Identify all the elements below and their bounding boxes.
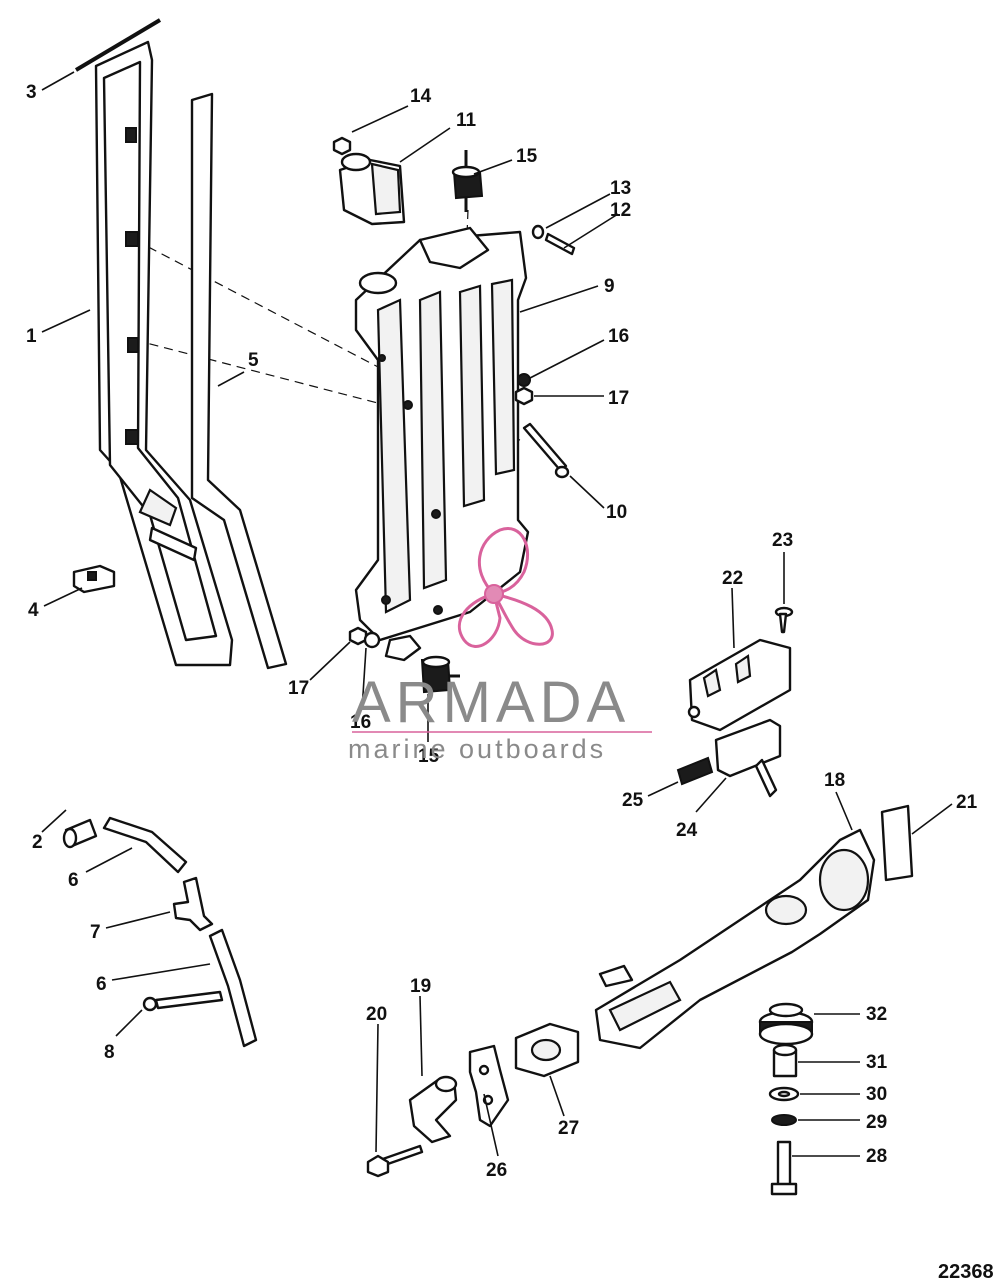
callout-6-lower: 6 <box>96 974 107 995</box>
watermark: ARMADA marine outboards <box>348 527 652 764</box>
part-22-latch-housing <box>687 638 792 732</box>
part-28-bolt <box>770 1140 798 1196</box>
part-6-hose-upper <box>102 816 188 874</box>
part-4-block <box>72 564 116 594</box>
callout-19: 19 <box>410 976 431 997</box>
propeller-logo-icon <box>457 527 554 648</box>
callout-12: 12 <box>610 200 631 221</box>
callout-23: 23 <box>772 530 793 551</box>
figure-number: 22368 <box>938 1261 994 1283</box>
callout-17-left: 17 <box>288 678 309 699</box>
part-27-block <box>514 1022 580 1078</box>
part-25-spring <box>676 756 714 786</box>
callout-7: 7 <box>90 922 101 943</box>
part-12-13-screw-washer <box>531 224 576 256</box>
part-14-nut <box>332 136 352 156</box>
part-18-arm <box>594 828 876 1050</box>
part-19-clamp <box>408 1075 458 1144</box>
part-16-17-washer-nut-right <box>514 373 534 406</box>
watermark-brand: ARMADA <box>352 670 630 735</box>
callout-10: 10 <box>606 502 627 523</box>
callout-32: 32 <box>866 1004 887 1025</box>
callout-17-right: 17 <box>608 388 629 409</box>
callout-31: 31 <box>866 1052 888 1073</box>
part-23-screw <box>774 606 794 634</box>
callout-8: 8 <box>104 1042 115 1063</box>
part-2-fitting <box>62 818 98 849</box>
callout-labels: 1 2 3 4 5 6 6 7 8 9 10 11 12 13 14 15 15… <box>26 82 978 1181</box>
callout-27: 27 <box>558 1118 579 1139</box>
part-29-washer <box>771 1114 797 1126</box>
callout-20: 20 <box>366 1004 387 1025</box>
part-15-mount-bottom <box>420 655 460 694</box>
part-5-gasket-strip <box>190 92 288 670</box>
callout-1: 1 <box>26 326 37 347</box>
part-26-plate <box>468 1044 510 1128</box>
callout-15-top: 15 <box>516 146 538 167</box>
part-21-pad <box>880 804 914 882</box>
callout-25: 25 <box>622 790 644 811</box>
callout-28: 28 <box>866 1146 887 1167</box>
part-24-latch <box>714 718 782 798</box>
part-10-bolt <box>522 422 570 479</box>
callout-22: 22 <box>722 568 743 589</box>
watermark-tagline: marine outboards <box>348 734 606 764</box>
part-16-17-washer-nut-left <box>348 626 381 649</box>
callout-21: 21 <box>956 792 978 813</box>
callout-16-right: 16 <box>608 326 629 347</box>
callout-30: 30 <box>866 1084 887 1105</box>
callout-16-left: 16 <box>350 712 371 733</box>
part-8-screw <box>142 990 224 1012</box>
leader-lines <box>41 71 953 1157</box>
callout-9: 9 <box>604 276 615 297</box>
part-20-bolt <box>366 1144 424 1178</box>
part-11-bracket <box>338 152 406 226</box>
part-6-hose-lower <box>208 928 258 1048</box>
callout-29: 29 <box>866 1112 887 1133</box>
callout-6-upper: 6 <box>68 870 79 891</box>
part-7-tee <box>172 876 214 932</box>
part-15-mount-top <box>451 150 484 212</box>
callout-14: 14 <box>410 86 432 107</box>
part-32-grommet <box>758 1002 814 1046</box>
part-31-sleeve <box>772 1043 798 1078</box>
callout-11: 11 <box>456 110 477 131</box>
callout-13: 13 <box>610 178 631 199</box>
callout-26: 26 <box>486 1160 507 1181</box>
callout-2: 2 <box>32 832 43 853</box>
part-30-washer <box>768 1086 800 1102</box>
part-9-mounting-plate <box>354 226 530 662</box>
part-1-support-rail <box>94 40 234 667</box>
callout-18: 18 <box>824 770 845 791</box>
callout-3: 3 <box>26 82 37 103</box>
callout-5: 5 <box>248 350 259 371</box>
callout-24: 24 <box>676 820 698 841</box>
callout-4: 4 <box>28 600 39 621</box>
part-3-rod <box>74 18 162 72</box>
callout-15-bottom: 15 <box>418 746 440 767</box>
